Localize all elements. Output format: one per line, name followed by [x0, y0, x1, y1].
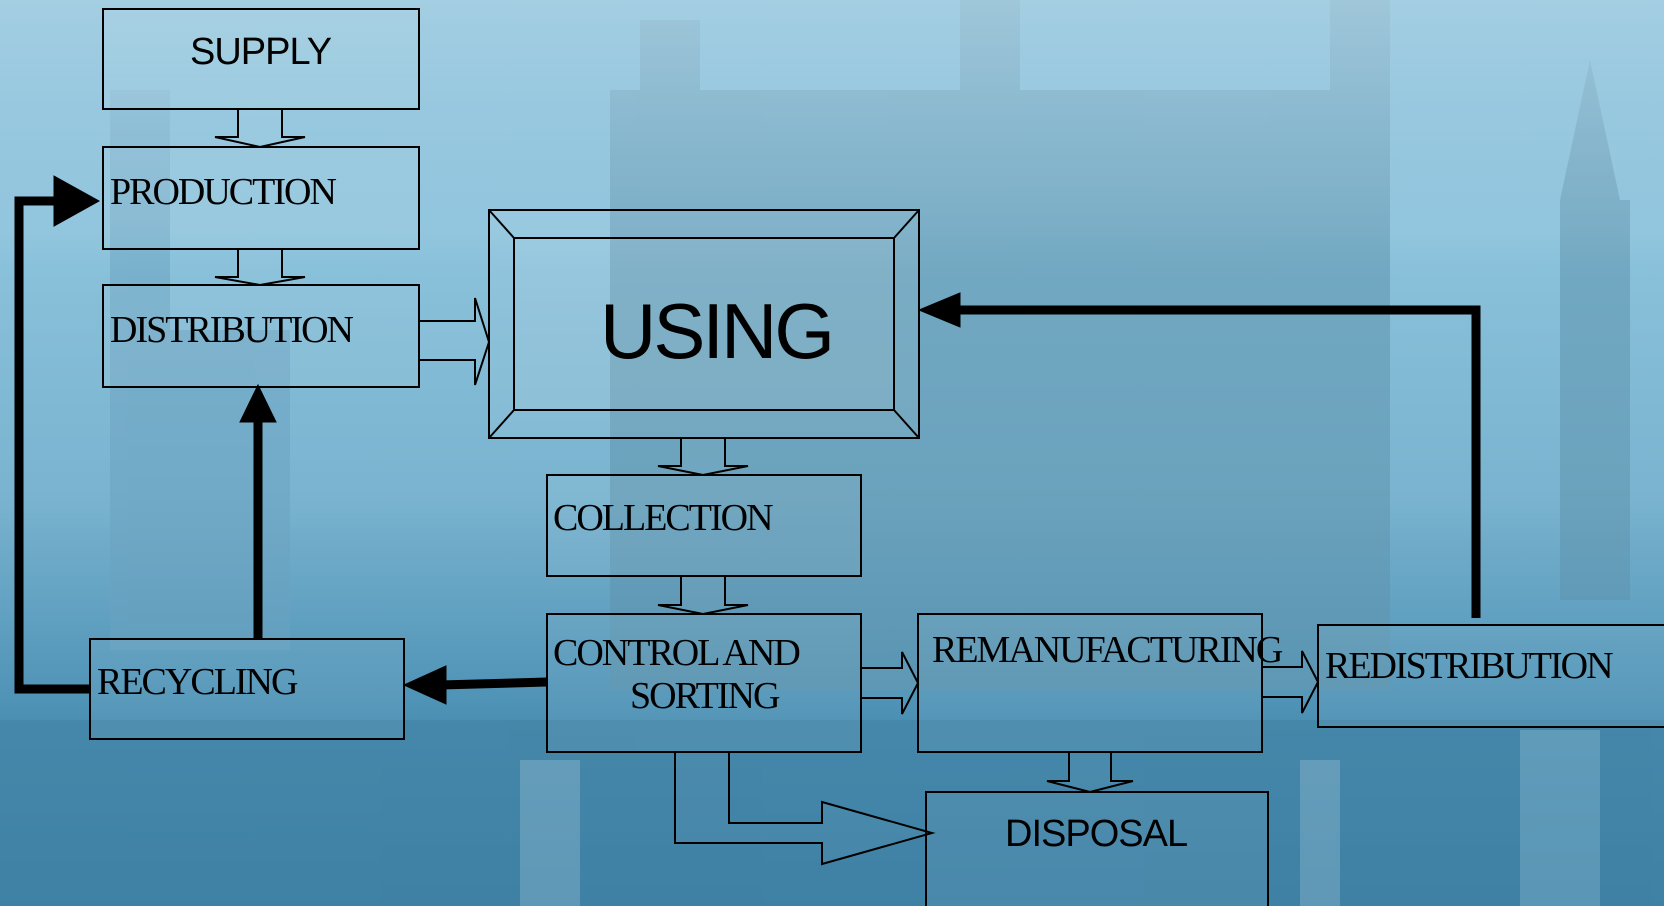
control-to-disposal-arrow [674, 751, 936, 866]
recycling-to-distribution-arrowhead [239, 383, 277, 423]
using-label: USING [600, 287, 832, 375]
control-to-recycling-line [439, 677, 548, 690]
supply-to-production-arrow [214, 108, 306, 149]
redistribution-to-using-arrowhead [917, 292, 961, 328]
remanufacturing-box [917, 613, 1263, 753]
recycling-to-production-arrowhead [53, 175, 101, 227]
remanufacturing-to-disposal-arrow [1046, 751, 1134, 794]
redistribution-to-using-line [958, 305, 1481, 618]
control-sorting-label-line2: SORTING [630, 675, 780, 717]
recycling-label: RECYCLING [97, 661, 298, 703]
collection-label: COLLECTION [553, 497, 773, 539]
production-to-distribution-arrow [214, 248, 306, 287]
control-to-recycling-arrowhead [402, 665, 447, 705]
recycling-box [89, 638, 405, 740]
production-label: PRODUCTION [110, 171, 336, 213]
control-sorting-label-line1: CONTROL AND [553, 632, 799, 674]
using-to-collection-arrow [657, 437, 749, 477]
production-box [102, 146, 420, 250]
remanufacturing-to-redistribution-arrow [1261, 650, 1320, 714]
recycling-to-production-line [14, 196, 90, 694]
supply-box [102, 8, 420, 110]
distribution-to-using-arrow [418, 297, 491, 386]
remanufacturing-label: REMANUFACTURING [932, 629, 1283, 671]
distribution-label: DISTRIBUTION [110, 309, 354, 351]
redistribution-label: REDISTRIBUTION [1325, 645, 1613, 687]
collection-to-control-arrow [657, 575, 749, 616]
supply-label: SUPPLY [190, 31, 332, 73]
redistribution-box [1317, 624, 1664, 728]
distribution-box [102, 284, 420, 388]
disposal-box [925, 791, 1269, 906]
disposal-label: DISPOSAL [1005, 813, 1187, 855]
control-to-remanufacturing-arrow [860, 651, 920, 715]
